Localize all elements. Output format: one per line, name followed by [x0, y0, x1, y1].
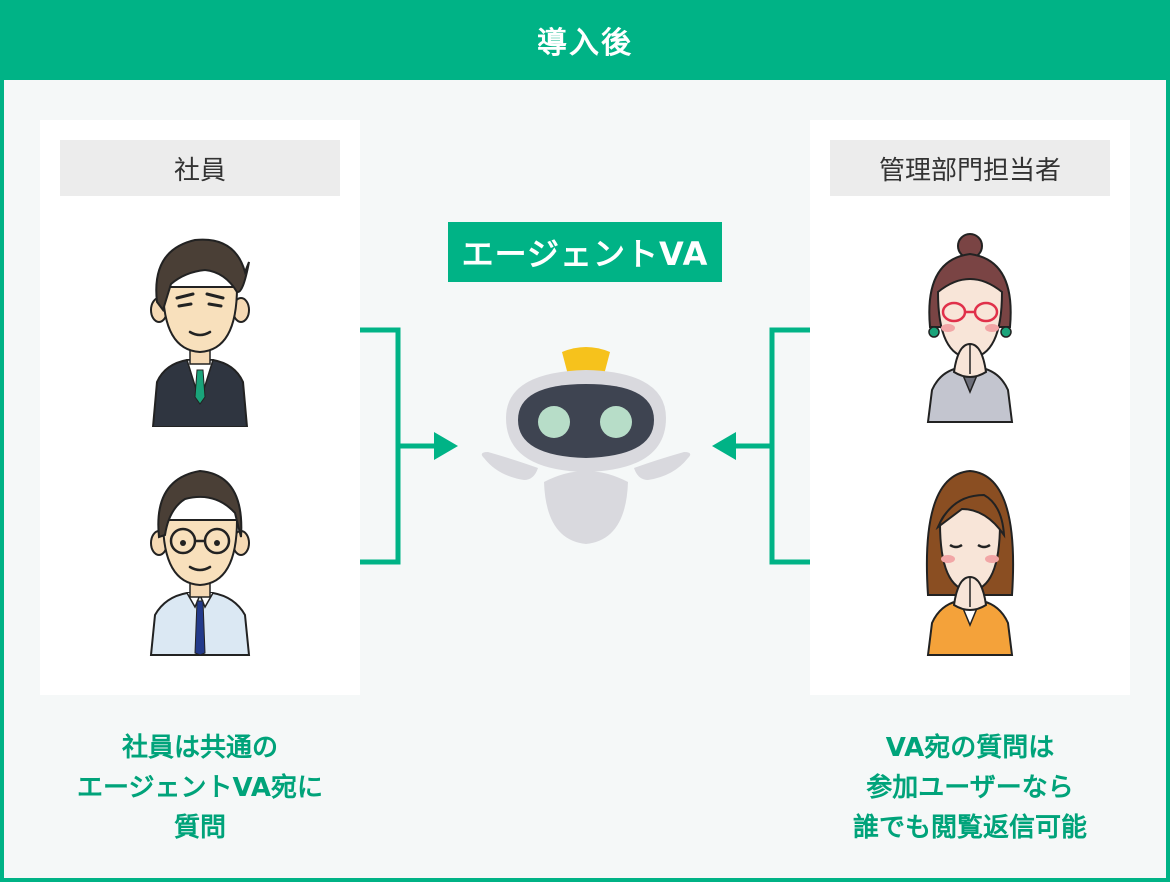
admin-caption-line: 誰でも閲覧返信可能 — [810, 808, 1130, 848]
employee-label: 社員 — [60, 140, 340, 196]
employee-caption-line: 社員は共通の — [40, 728, 360, 768]
admin-label: 管理部門担当者 — [830, 140, 1110, 196]
right-bracket-arrow — [708, 326, 812, 566]
admin-caption-line: VA宛の質問は — [810, 728, 1130, 768]
admin-caption-line: 参加ユーザーなら — [810, 768, 1130, 808]
robot-va-icon — [476, 340, 696, 550]
female-admin-orange-icon — [922, 465, 1018, 660]
female-admin-glasses-icon — [922, 232, 1018, 427]
male-employee-glasses-icon — [145, 465, 255, 660]
left-bracket-arrow — [358, 326, 462, 566]
employee-caption-line: 質問 — [40, 808, 360, 848]
agent-va-label: エージェントVA — [448, 222, 722, 282]
male-employee-suit-icon — [145, 232, 255, 427]
employee-panel: 社員 — [40, 120, 360, 695]
header-title: 導入後 — [0, 0, 1170, 80]
admin-caption: VA宛の質問は 参加ユーザーなら 誰でも閲覧返信可能 — [810, 728, 1130, 848]
employee-caption-line: エージェントVA宛に — [40, 768, 360, 808]
employee-caption: 社員は共通の エージェントVA宛に 質問 — [40, 728, 360, 848]
admin-panel: 管理部門担当者 — [810, 120, 1130, 695]
